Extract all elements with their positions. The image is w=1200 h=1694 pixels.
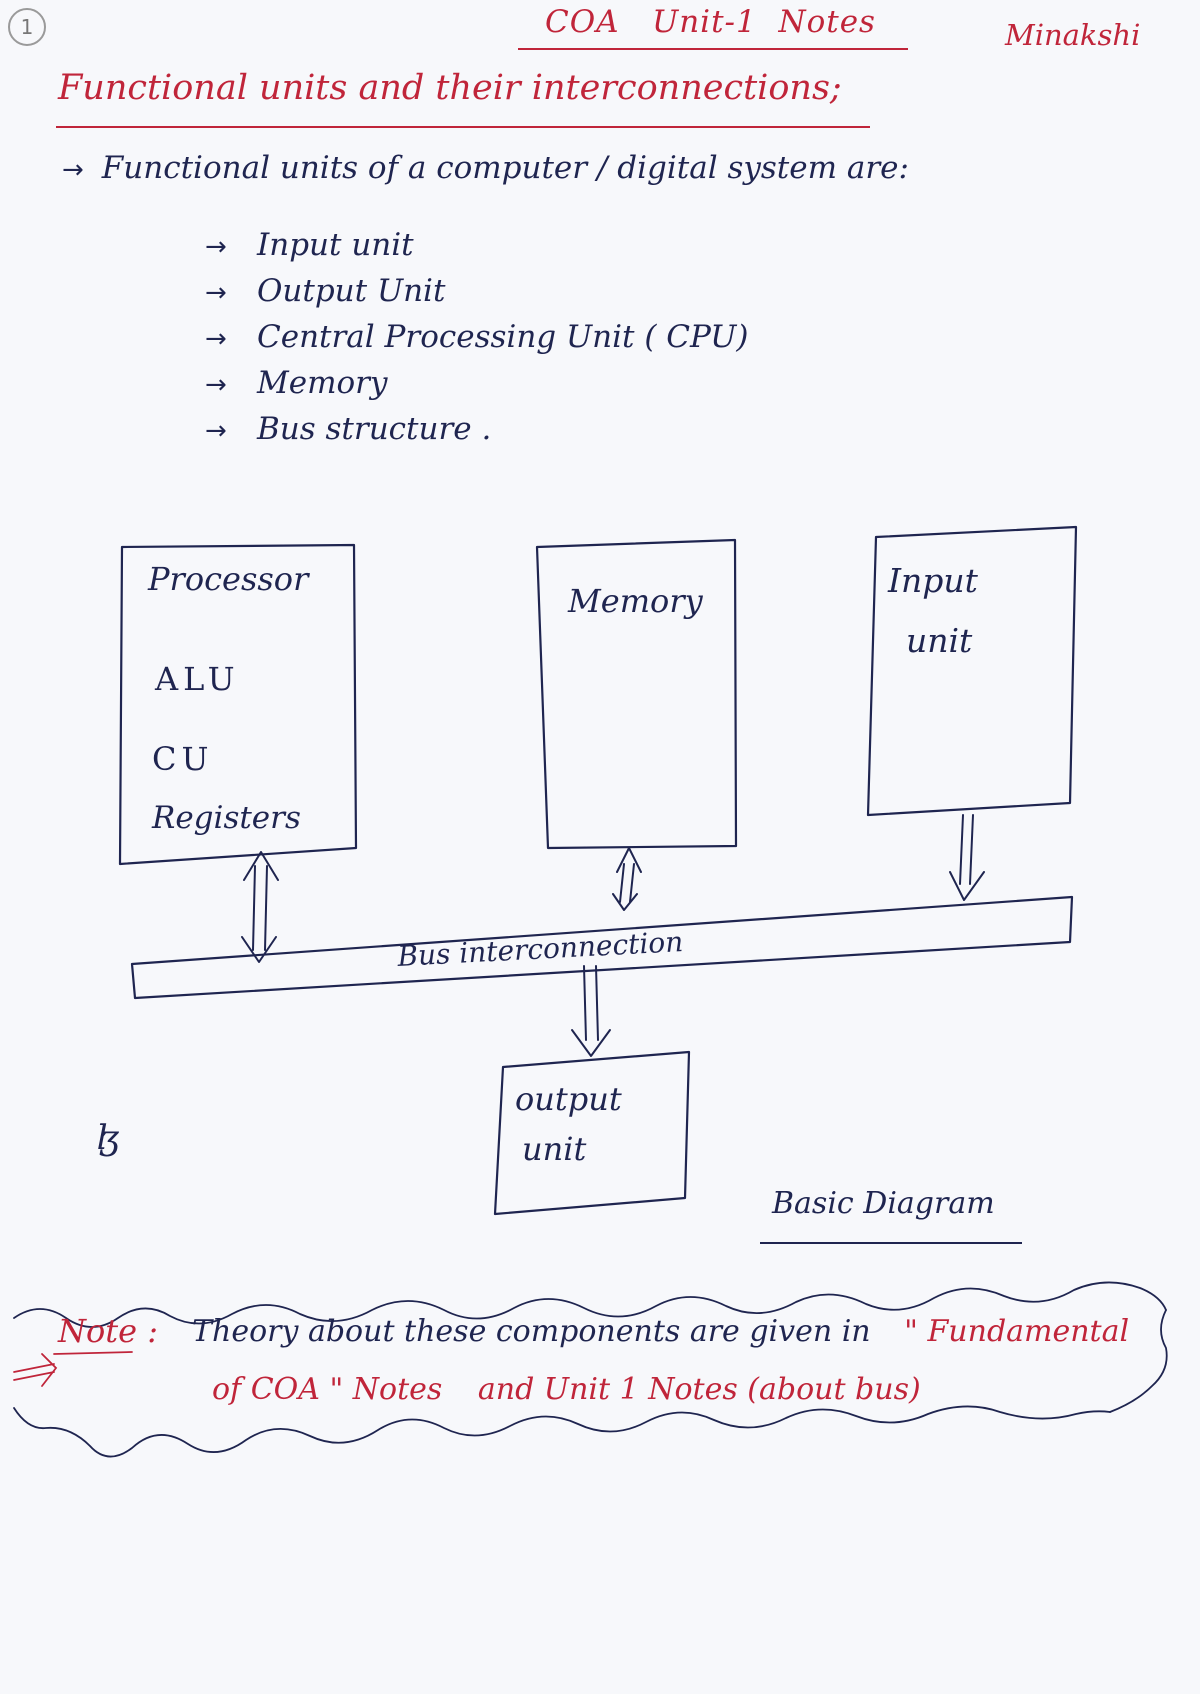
input-bus-arrow [949,814,985,901]
section-title-underline [56,126,870,128]
input-unit-label-1: Input [887,561,979,600]
processor-bus-arrow [241,851,279,963]
functional-units-list: → Input unit → Output Unit → Central Proces… [205,222,749,452]
list-item-bus-structure: → Bus structure . [205,406,749,452]
output-unit-label-1: output [515,1080,622,1118]
arrow-icon: → [62,155,84,185]
intro-text: Functional units of a computer / digital… [101,150,909,186]
list-item-input-unit: → Input unit [205,222,749,268]
intro-line: → Functional units of a computer / digita… [62,150,909,186]
memory-label: Memory [567,582,704,620]
arrow-icon: → [205,324,227,354]
list-item-label: Central Processing Unit ( CPU) [257,319,749,355]
author-name: Minakshi [1005,18,1141,52]
note-line-2-text: and Unit 1 Notes (about bus) [477,1372,921,1407]
list-item-output-unit: → Output Unit [205,268,749,314]
processor-title: Processor [147,560,310,598]
processor-box [118,543,358,866]
output-unit-box [493,1050,691,1216]
page-number: 1 [8,8,46,46]
margin-mark: ɮ [96,1118,120,1158]
note-wave-right [1109,1309,1168,1413]
processor-part-registers: Registers [151,800,301,836]
processor-part-alu: ALU [154,660,240,698]
note-label-underline [53,1351,133,1355]
header-underline [518,48,908,50]
note-label: Note : [58,1312,159,1350]
list-item-label: Input unit [257,227,414,263]
diagram-caption: Basic Diagram [772,1186,995,1221]
note-line-2-reference: of COA " Notes [212,1372,443,1407]
note-wave-top [13,1281,1167,1328]
list-item-label: Bus structure . [257,411,492,447]
bus-bar [130,895,1074,1000]
section-title: Functional units and their interconnecti… [58,68,842,108]
note-arrow-icon [13,1353,58,1387]
arrow-icon: → [205,278,227,308]
input-unit-box [866,525,1078,817]
note-line-1-text: Theory about these components are given … [192,1314,871,1349]
memory-bus-arrow [612,847,642,911]
note-line-2: of COA " Notes and Unit 1 Notes (about b… [212,1372,921,1407]
arrow-icon: → [205,370,227,400]
diagram-caption-underline [760,1242,1022,1244]
arrow-icon: → [205,232,227,262]
list-item-cpu: → Central Processing Unit ( CPU) [205,314,749,360]
page-header-title: COA Unit-1 Notes [545,4,876,40]
note-wave-bottom [13,1405,1111,1458]
bus-label: Bus interconnection [396,925,684,973]
note-line-1-reference: " Fundamental [904,1314,1130,1349]
output-bus-arrow [571,965,611,1057]
processor-part-cu: CU [152,740,213,778]
note-line-1: Theory about these components are given … [192,1314,1129,1349]
memory-box [535,538,738,850]
arrow-icon: → [205,416,227,446]
input-unit-label-2: unit [906,621,973,660]
list-item-memory: → Memory [205,360,749,406]
list-item-label: Memory [257,365,388,401]
list-item-label: Output Unit [257,273,446,309]
output-unit-label-2: unit [522,1130,586,1168]
